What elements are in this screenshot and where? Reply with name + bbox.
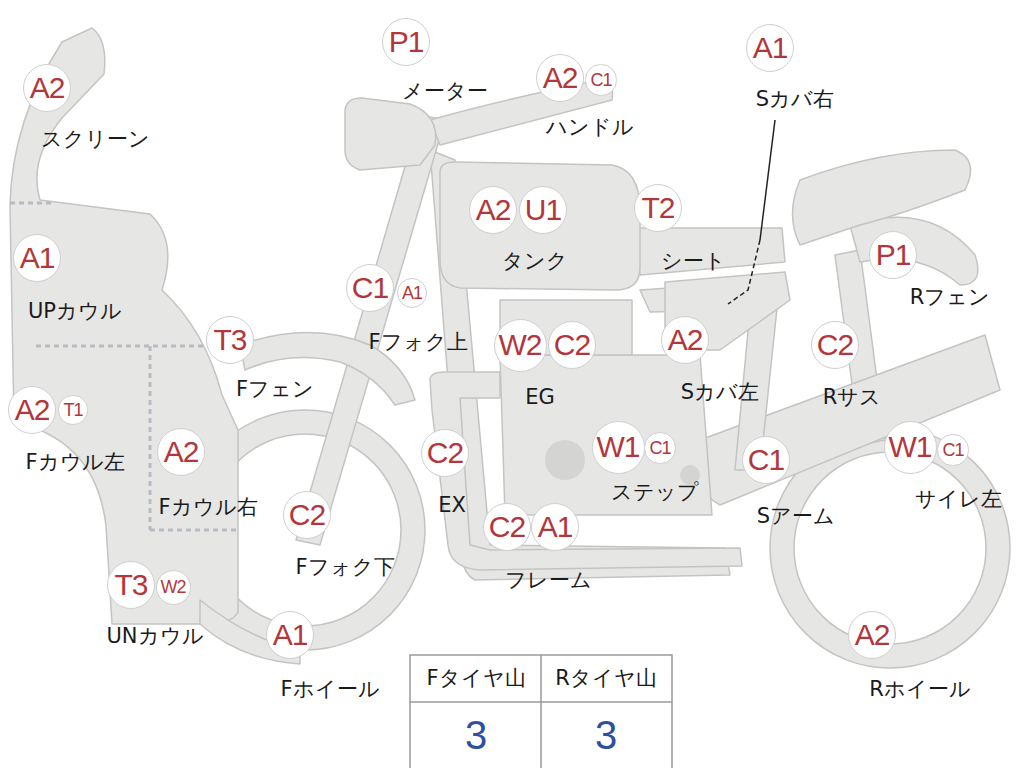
damage-code-circle: A1 [397, 278, 427, 308]
part-name: ステップ [611, 481, 699, 504]
damage-code-circle: W1 [884, 421, 937, 474]
damage-code: A2 [543, 63, 578, 93]
damage-code: A1 [273, 620, 308, 650]
part-name: Fフェン [236, 378, 314, 401]
damage-code-circle: A2 [8, 386, 56, 434]
damage-code-circle: W1 [592, 421, 645, 474]
damage-code-circle: C2 [421, 429, 469, 477]
damage-code: W1 [889, 432, 932, 462]
damage-code-circle: A1 [746, 24, 794, 72]
damage-code: C1 [649, 439, 670, 457]
damage-code-circle: W2 [494, 319, 547, 372]
damage-code-circle: A2 [848, 611, 896, 659]
damage-code-circle: U1 [519, 186, 567, 234]
damage-code-circle: C2 [483, 503, 531, 551]
part-name: Fカウル右 [158, 496, 257, 519]
part-name: Sカバ右 [756, 88, 834, 111]
part-name: Fホイール [280, 678, 379, 701]
part-name: Sアーム [757, 505, 835, 528]
table-cell: 3 [595, 713, 617, 757]
table-cell: Rタイヤ山 [555, 667, 657, 690]
damage-code: W2 [499, 330, 542, 360]
part-name: EX [438, 494, 466, 517]
damage-code: A2 [164, 437, 199, 467]
damage-code: C2 [427, 438, 463, 468]
damage-code: C2 [289, 500, 325, 530]
damage-code: A1 [402, 284, 422, 302]
damage-code-circle: A1 [531, 503, 579, 551]
damage-code: A2 [668, 325, 703, 355]
damage-code: A2 [15, 395, 50, 425]
part-name: Rホイール [869, 678, 971, 701]
damage-code: C2 [817, 330, 853, 360]
damage-code: C1 [352, 273, 388, 303]
damage-code: C2 [489, 512, 525, 542]
part-name: UNカウル [106, 625, 203, 648]
damage-code: W1 [597, 432, 640, 462]
damage-code-circle: W2 [156, 570, 191, 605]
damage-code-circle: A2 [469, 186, 517, 234]
damage-code: T3 [114, 570, 147, 600]
table-cell: 3 [465, 713, 487, 757]
damage-code: T1 [63, 401, 82, 419]
part-name: Rフェン [910, 286, 991, 309]
damage-code: C2 [554, 330, 590, 360]
part-name: UPカウル [28, 300, 122, 323]
damage-code: A2 [476, 195, 511, 225]
damage-code-circle: T1 [58, 395, 87, 424]
damage-code-circle: T2 [634, 184, 682, 232]
part-name: シート [661, 250, 726, 273]
damage-code: A1 [20, 243, 55, 273]
damage-code-circle: C1 [742, 436, 790, 484]
damage-code: W2 [161, 578, 186, 596]
part-name: Sカバ左 [681, 381, 759, 404]
damage-code-circle: A1 [13, 234, 61, 282]
damage-code-circle: C1 [644, 432, 675, 463]
part-name: Fフォク上 [368, 331, 467, 354]
part-name: ハンドル [546, 116, 634, 139]
damage-code-circle: C2 [283, 491, 331, 539]
damage-code-circle: A1 [266, 611, 314, 659]
damage-code-circle: C1 [937, 434, 968, 465]
damage-code: T3 [213, 325, 246, 355]
table-cell: Fタイヤ山 [426, 667, 525, 690]
damage-code-circle: A2 [23, 64, 71, 112]
part-name: メーター [402, 80, 488, 103]
part-name: フレーム [505, 569, 592, 592]
damage-code-circle: A2 [157, 428, 205, 476]
part-name: サイレ左 [915, 488, 1002, 511]
damage-code-circle: T3 [107, 561, 155, 609]
damage-code-circle: C2 [548, 321, 596, 369]
damage-code: P1 [876, 240, 911, 270]
damage-code-circle: T3 [206, 316, 254, 364]
damage-code: U1 [525, 195, 561, 225]
part-name: Fフォク下 [295, 556, 394, 579]
damage-code-circle: C1 [346, 264, 394, 312]
part-name: スクリーン [41, 128, 150, 151]
damage-code: T2 [641, 193, 674, 223]
damage-code: C1 [590, 71, 611, 89]
damage-code: A2 [855, 620, 890, 650]
damage-code-circle: C1 [585, 64, 616, 95]
part-name: Fカウル左 [25, 451, 124, 474]
damage-code-circle: C2 [811, 321, 859, 369]
part-name: EG [525, 386, 555, 409]
part-name: Rサス [823, 386, 882, 409]
part-name: タンク [502, 250, 568, 273]
damage-code: A1 [538, 512, 573, 542]
damage-code: C1 [748, 445, 784, 475]
damage-code: C1 [942, 441, 963, 459]
damage-code: A1 [753, 33, 788, 63]
damage-code-circle: A2 [536, 54, 584, 102]
damage-code: A2 [30, 73, 65, 103]
damage-code: P1 [389, 27, 424, 57]
damage-code-circle: P1 [382, 18, 430, 66]
damage-code-circle: A2 [661, 316, 709, 364]
damage-code-circle: P1 [869, 231, 917, 279]
